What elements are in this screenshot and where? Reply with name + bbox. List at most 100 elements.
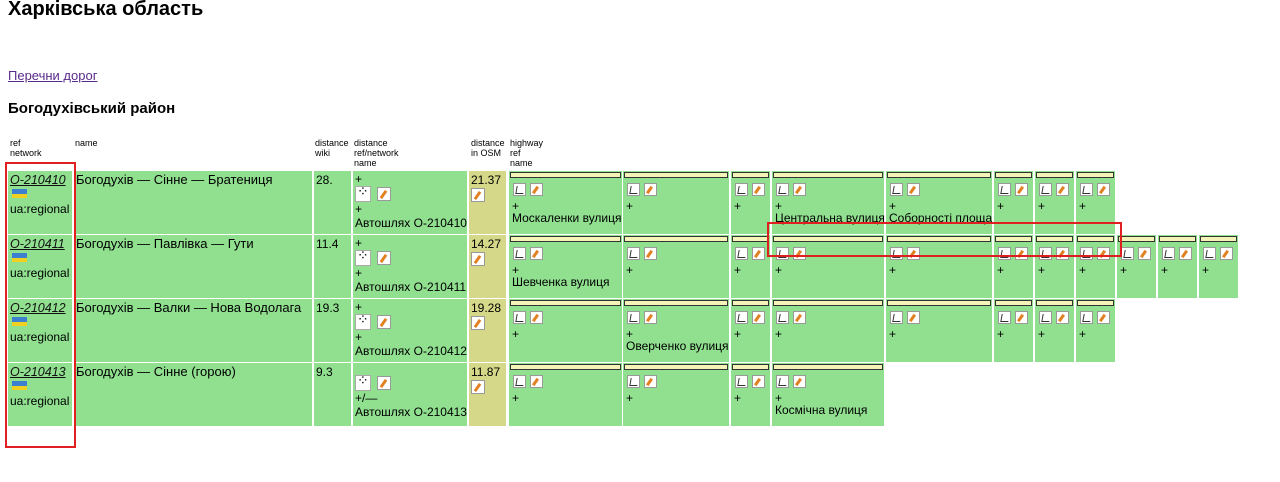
edit-icon[interactable]	[752, 183, 765, 196]
share-icon[interactable]	[513, 311, 526, 324]
share-icon[interactable]	[890, 183, 903, 196]
segment-bar[interactable]	[1077, 300, 1114, 306]
segment-bar[interactable]	[773, 172, 883, 178]
share-icon[interactable]	[1039, 183, 1052, 196]
share-icon[interactable]	[735, 247, 748, 260]
edit-icon[interactable]	[907, 183, 920, 196]
share-icon[interactable]	[998, 183, 1011, 196]
share-icon[interactable]	[1080, 183, 1093, 196]
share-icon[interactable]	[776, 183, 789, 196]
edit-icon[interactable]	[644, 183, 657, 196]
edit-icon[interactable]	[793, 311, 806, 324]
share-icon[interactable]	[735, 183, 748, 196]
edit-icon[interactable]	[1056, 183, 1069, 196]
edit-icon[interactable]	[377, 376, 391, 390]
edit-icon[interactable]	[377, 251, 391, 265]
share-icon[interactable]	[513, 247, 526, 260]
segment-bar[interactable]	[995, 236, 1032, 242]
share-icon[interactable]	[1203, 247, 1216, 260]
segment-bar[interactable]	[510, 236, 621, 242]
segment-bar[interactable]	[624, 236, 728, 242]
ref-link[interactable]: O-210411	[10, 237, 65, 251]
segment-bar[interactable]	[887, 172, 991, 178]
edit-icon[interactable]	[1097, 183, 1110, 196]
edit-icon[interactable]	[1015, 311, 1028, 324]
josm-relation-icon[interactable]	[355, 184, 371, 202]
segment-bar[interactable]	[1200, 236, 1237, 242]
josm-relation-icon[interactable]	[355, 312, 371, 330]
segment-bar[interactable]	[773, 236, 883, 242]
segment-bar[interactable]	[1077, 172, 1114, 178]
ref-link[interactable]: O-210413	[10, 365, 66, 379]
edit-icon[interactable]	[530, 247, 543, 260]
edit-icon[interactable]	[530, 375, 543, 388]
segment-bar[interactable]	[1118, 236, 1155, 242]
segment-bar[interactable]	[510, 300, 621, 306]
edit-icon[interactable]	[377, 187, 391, 201]
edit-icon[interactable]	[530, 311, 543, 324]
edit-icon[interactable]	[1220, 247, 1233, 260]
share-icon[interactable]	[513, 375, 526, 388]
edit-icon[interactable]	[1015, 183, 1028, 196]
josm-relation-icon[interactable]	[355, 373, 371, 391]
share-icon[interactable]	[1121, 247, 1134, 260]
segment-bar[interactable]	[773, 364, 883, 370]
segment-bar[interactable]	[624, 300, 728, 306]
segment-bar[interactable]	[995, 300, 1032, 306]
share-icon[interactable]	[627, 247, 640, 260]
share-icon[interactable]	[735, 375, 748, 388]
ref-link[interactable]: O-210412	[10, 301, 66, 315]
edit-icon[interactable]	[471, 251, 485, 266]
edit-icon[interactable]	[644, 375, 657, 388]
edit-icon[interactable]	[1179, 247, 1192, 260]
edit-icon[interactable]	[644, 247, 657, 260]
segment-bar[interactable]	[732, 364, 769, 370]
segment-bar[interactable]	[732, 300, 769, 306]
share-icon[interactable]	[627, 183, 640, 196]
share-icon[interactable]	[890, 311, 903, 324]
segment-bar[interactable]	[1077, 236, 1114, 242]
segment-bar[interactable]	[995, 172, 1032, 178]
share-icon[interactable]	[1162, 247, 1175, 260]
share-icon[interactable]	[627, 311, 640, 324]
edit-icon[interactable]	[530, 183, 543, 196]
segment-bar[interactable]	[510, 172, 621, 178]
edit-icon[interactable]	[644, 311, 657, 324]
share-icon[interactable]	[776, 375, 789, 388]
edit-icon[interactable]	[471, 187, 485, 202]
edit-icon[interactable]	[471, 379, 485, 394]
segment-bar[interactable]	[887, 300, 991, 306]
segment-bar[interactable]	[1036, 172, 1073, 178]
segment-bar[interactable]	[510, 364, 621, 370]
segment-bar[interactable]	[1036, 300, 1073, 306]
ref-link[interactable]: O-210410	[10, 173, 66, 187]
roads-list-link[interactable]: Перечни дорог	[8, 68, 98, 83]
edit-icon[interactable]	[377, 315, 391, 329]
share-icon[interactable]	[1080, 311, 1093, 324]
share-icon[interactable]	[776, 311, 789, 324]
share-icon[interactable]	[627, 375, 640, 388]
segment-bar[interactable]	[732, 172, 769, 178]
edit-icon[interactable]	[752, 311, 765, 324]
segment-bar[interactable]	[624, 364, 728, 370]
share-icon[interactable]	[735, 311, 748, 324]
segment-bar[interactable]	[1159, 236, 1196, 242]
segment-bar[interactable]	[624, 172, 728, 178]
segment-bar[interactable]	[773, 300, 883, 306]
segment-bar[interactable]	[1036, 236, 1073, 242]
share-icon[interactable]	[998, 311, 1011, 324]
edit-icon[interactable]	[793, 183, 806, 196]
edit-icon[interactable]	[752, 375, 765, 388]
share-icon[interactable]	[513, 183, 526, 196]
edit-icon[interactable]	[1097, 311, 1110, 324]
josm-relation-icon[interactable]	[355, 248, 371, 266]
edit-icon[interactable]	[471, 315, 485, 330]
edit-icon[interactable]	[907, 311, 920, 324]
segment-bar[interactable]	[732, 236, 769, 242]
edit-icon[interactable]	[752, 247, 765, 260]
edit-icon[interactable]	[1056, 311, 1069, 324]
segment-bar[interactable]	[887, 236, 991, 242]
share-icon[interactable]	[1039, 311, 1052, 324]
edit-icon[interactable]	[1138, 247, 1151, 260]
edit-icon[interactable]	[793, 375, 806, 388]
